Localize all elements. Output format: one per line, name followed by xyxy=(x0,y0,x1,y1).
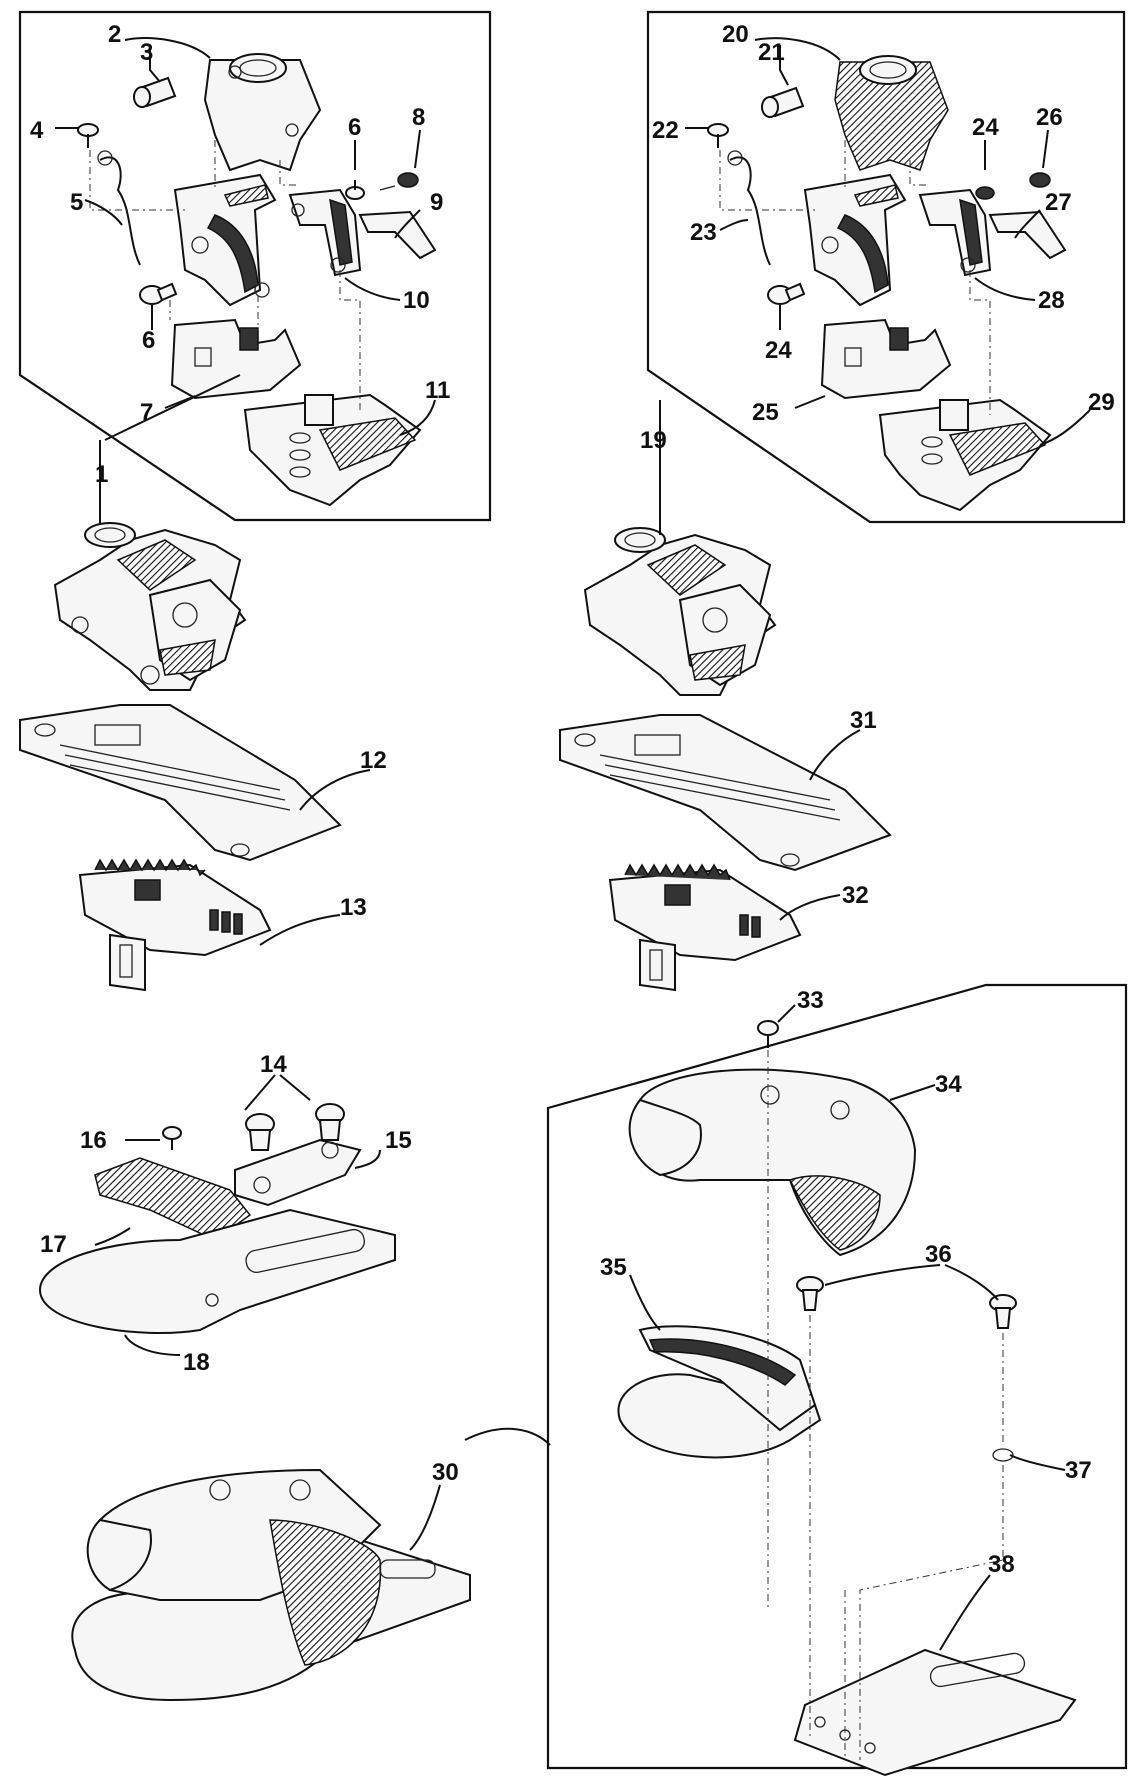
callout-32: 30 xyxy=(432,1459,459,1486)
callout-27: 27 xyxy=(1045,189,1072,216)
callout-37: 37 xyxy=(1065,1457,1092,1484)
presser-foot-assembly-right xyxy=(583,527,777,696)
callout-2: 2 xyxy=(108,21,121,48)
callout-30: 31 xyxy=(850,707,877,734)
hemmer-assembly-left xyxy=(71,1468,471,1702)
callout-31: 32 xyxy=(842,882,869,909)
callout-19: 19 xyxy=(640,427,667,454)
callout-17: 17 xyxy=(40,1231,67,1258)
callout-labels: 2 3 4 5 6 8 9 10 6 7 11 1 12 13 14 15 16… xyxy=(30,21,1115,1578)
callout-7: 7 xyxy=(140,399,153,426)
throat-plate-left xyxy=(19,704,342,862)
frame-left-detail xyxy=(18,10,492,522)
callout-9: 9 xyxy=(430,189,443,216)
callout-3: 3 xyxy=(140,39,153,66)
leader-lines xyxy=(55,37,1091,1651)
callout-14: 14 xyxy=(260,1051,287,1078)
hemmer-exploded-left xyxy=(38,1103,396,1335)
callout-22: 22 xyxy=(652,117,679,144)
callout-35: 35 xyxy=(600,1254,627,1281)
callout-8: 8 xyxy=(412,104,425,131)
callout-12: 12 xyxy=(360,747,387,774)
feed-dog-left xyxy=(78,858,272,992)
callout-13: 13 xyxy=(340,894,367,921)
callout-26: 26 xyxy=(1036,104,1063,131)
callout-20: 20 xyxy=(722,21,749,48)
presser-foot-assembly-left xyxy=(53,522,247,691)
callout-29: 29 xyxy=(1088,389,1115,416)
feed-dog-right xyxy=(608,863,802,992)
hemmer-exploded-right xyxy=(617,1020,1077,1777)
callout-4: 4 xyxy=(30,117,44,144)
callout-5: 5 xyxy=(70,189,83,216)
callout-6b: 6 xyxy=(142,327,155,354)
callout-11: 11 xyxy=(425,377,450,404)
callout-36: 36 xyxy=(925,1241,952,1268)
callout-16: 16 xyxy=(80,1127,107,1154)
callout-1: 1 xyxy=(95,461,108,488)
callout-24a: 24 xyxy=(972,114,999,141)
callout-24b: 24 xyxy=(765,337,792,364)
callout-28: 28 xyxy=(1038,287,1065,314)
callout-34: 34 xyxy=(935,1071,962,1098)
callout-18: 18 xyxy=(183,1349,210,1376)
callout-23: 23 xyxy=(690,219,717,246)
frame-right-detail xyxy=(646,10,1126,524)
presser-foot-exploded-right xyxy=(707,55,1067,512)
callout-6a: 6 xyxy=(348,114,361,141)
frame-bottom-detail xyxy=(546,983,1128,1770)
callout-33: 33 xyxy=(797,987,824,1014)
callout-10: 10 xyxy=(403,287,430,314)
callout-38: 38 xyxy=(988,1551,1015,1578)
callout-25: 25 xyxy=(752,399,779,426)
callout-21: 21 xyxy=(758,39,785,66)
presser-foot-exploded-left xyxy=(77,53,437,507)
callout-15: 15 xyxy=(385,1127,412,1154)
throat-plate-right xyxy=(559,714,892,872)
